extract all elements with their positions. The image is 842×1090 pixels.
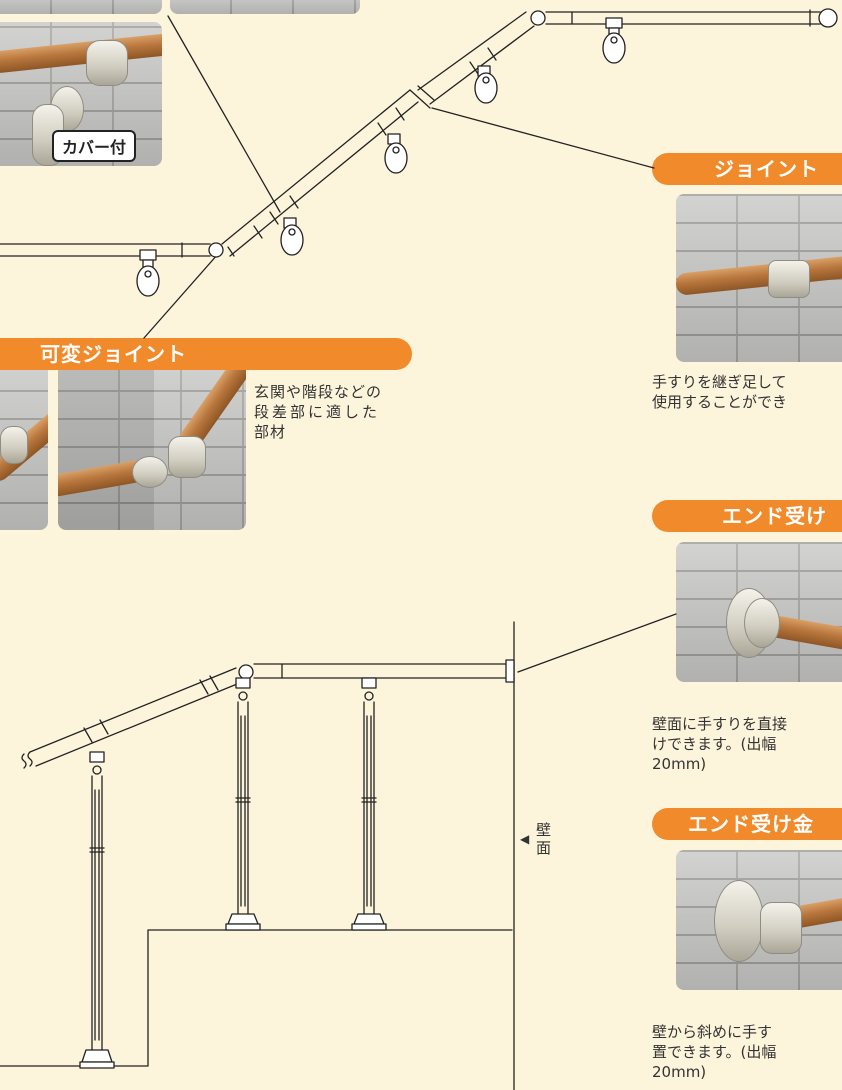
joint-title-bar: ジョイント <box>652 153 842 185</box>
photo-top-left-partial <box>0 0 162 14</box>
desc-line: 壁面に手すりを直接 <box>652 715 788 733</box>
wall-label-char: 壁 <box>536 821 552 839</box>
photo-end-receiver <box>676 542 842 682</box>
desc-line: 置できます。(出幅 <box>652 1043 777 1061</box>
bracket-icon <box>280 217 304 256</box>
variable-joint-title: 可変ジョイント <box>40 342 187 366</box>
desc-line: けできます。(出幅 <box>652 735 777 753</box>
photo-variable-joint-left <box>0 356 48 530</box>
post <box>225 677 261 931</box>
desc-line: 20mm) <box>652 755 707 773</box>
photo-cover-bracket: カバー付 <box>0 22 162 166</box>
variable-joint-ball <box>208 242 224 258</box>
rail-slope-2 <box>417 11 535 105</box>
rail-upper <box>545 8 838 28</box>
end-receiver-bracket-desc: 壁から斜めに手す 置できます。(出幅 20mm) <box>652 1022 776 1082</box>
photo-top-middle-partial <box>170 0 360 14</box>
wall-arrow-icon: ◀ <box>520 832 530 846</box>
leader-line <box>431 107 655 169</box>
cover-badge: カバー付 <box>52 130 137 162</box>
rail-slope-lower <box>21 667 243 769</box>
bracket-icon <box>602 17 626 64</box>
stair-outline <box>0 621 515 1090</box>
end-receiver-title: エンド受け <box>722 504 827 528</box>
desc-line: 20mm) <box>652 1063 707 1081</box>
leader-line <box>143 253 219 339</box>
leader-line <box>517 613 677 673</box>
joint-desc: 手すりを継ぎ足して 使用することができ <box>652 372 787 412</box>
post <box>79 751 115 1069</box>
rail-lower <box>0 242 211 258</box>
variable-joint-ball <box>530 10 546 26</box>
leader-line <box>167 15 281 213</box>
rail-top-lower <box>253 659 515 683</box>
desc-line: 段差部に適した <box>254 403 381 421</box>
desc-line: 壁から斜めに手す <box>652 1023 773 1041</box>
variable-joint-ball <box>238 664 254 680</box>
desc-line: 部材 <box>254 423 287 441</box>
bracket-icon <box>136 249 160 297</box>
variable-joint-desc: 玄関や階段などの 段差部に適した 部材 <box>254 382 382 442</box>
photo-end-receiver-bracket <box>676 850 842 990</box>
desc-line: 手すりを継ぎ足して <box>652 373 787 391</box>
post <box>351 677 387 931</box>
desc-line: 使用することができ <box>652 393 788 411</box>
photo-variable-joint-right <box>58 356 246 530</box>
variable-joint-title-bar: 可変ジョイント <box>0 338 412 370</box>
bracket-icon <box>384 133 408 174</box>
wall-label-char: 面 <box>536 839 552 857</box>
end-receiver-bracket-title: エンド受け金 <box>688 812 814 836</box>
end-receiver-desc: 壁面に手すりを直接 けできます。(出幅 20mm) <box>652 714 787 774</box>
end-receiver-title-bar: エンド受け <box>652 500 842 532</box>
end-receiver-bracket-title-bar: エンド受け金 <box>652 808 842 840</box>
photo-joint <box>676 194 842 362</box>
desc-line: 玄関や階段などの <box>254 383 383 401</box>
joint-sleeve <box>409 85 435 109</box>
bracket-icon <box>474 65 498 104</box>
rail-slope-1 <box>221 89 419 257</box>
joint-title: ジョイント <box>714 157 819 181</box>
